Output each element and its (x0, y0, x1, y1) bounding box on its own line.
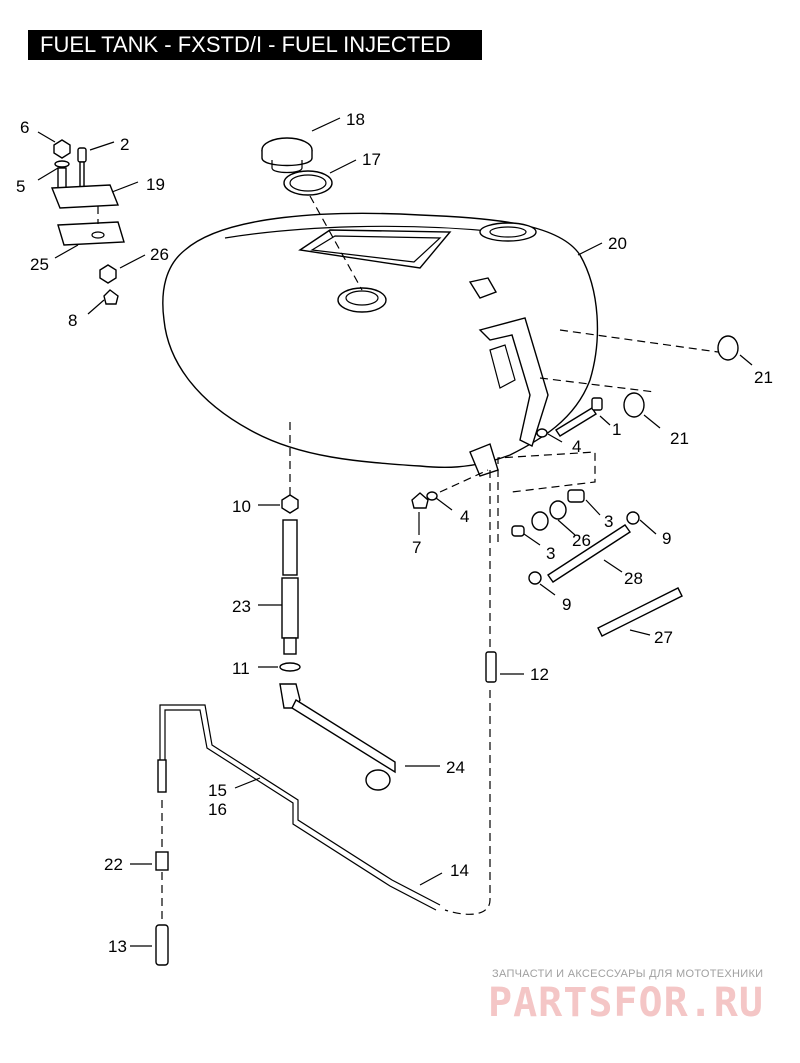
callout-12: 12 (530, 665, 549, 684)
callout-23: 23 (232, 597, 251, 616)
callout-16: 16 (208, 800, 227, 819)
fuel-pump-assembly (279, 422, 396, 791)
callout-15: 15 (208, 781, 227, 800)
callout-9-lower: 9 (562, 595, 571, 614)
watermark-tagline: ЗАПЧАСТИ И АКСЕССУАРЫ ДЛЯ МОТОТЕХНИКИ (492, 968, 764, 980)
callout-21-upper: 21 (754, 368, 773, 387)
mount-hardware-left (50, 139, 125, 305)
callout-17: 17 (362, 150, 381, 169)
callout-2: 2 (120, 135, 129, 154)
callout-26-right: 26 (572, 531, 591, 550)
callout-3-upper: 3 (604, 512, 613, 531)
callout-9-upper: 9 (662, 529, 671, 548)
callout-6: 6 (20, 118, 29, 137)
mount-hardware-right (411, 335, 739, 637)
cap-gasket (283, 170, 333, 196)
callout-11: 11 (232, 659, 250, 678)
callout-26-left: 26 (150, 245, 169, 264)
callout-24: 24 (446, 758, 465, 777)
callout-7: 7 (412, 538, 421, 557)
callout-28: 28 (624, 569, 643, 588)
callout-4-upper: 4 (572, 437, 581, 456)
leader-lines (37, 117, 753, 947)
fuel-cap (261, 137, 313, 174)
diagram-title: FUEL TANK - FXSTD/I - FUEL INJECTED (28, 30, 482, 60)
callout-1: 1 (612, 420, 621, 439)
callout-5: 5 (16, 177, 25, 196)
callout-18: 18 (346, 110, 365, 129)
callout-3-lower: 3 (546, 544, 555, 563)
callout-22: 22 (104, 855, 123, 874)
callout-27: 27 (654, 628, 673, 647)
callout-20: 20 (608, 234, 627, 253)
callout-13: 13 (108, 937, 127, 956)
callout-10: 10 (232, 497, 251, 516)
callout-14: 14 (450, 861, 469, 880)
callout-19: 19 (146, 175, 165, 194)
callout-8: 8 (68, 311, 77, 330)
callout-25: 25 (30, 255, 49, 274)
watermark-brand: PARTSFOR.RU (488, 980, 764, 1026)
callout-4-lower: 4 (460, 507, 469, 526)
callouts: 18 17 20 6 2 5 19 25 26 8 21 21 1 4 4 7 … (16, 110, 773, 956)
callout-21-lower: 21 (670, 429, 689, 448)
fuel-lines (155, 470, 497, 966)
fuel-tank (162, 212, 599, 477)
